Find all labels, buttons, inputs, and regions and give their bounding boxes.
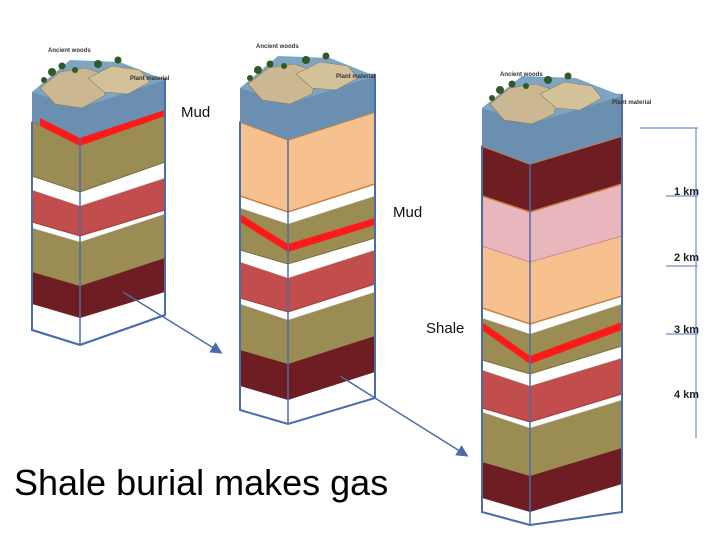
depth-tick-3km: 3 km <box>674 324 700 336</box>
depth-tick-4km: 4 km <box>674 389 700 401</box>
burial-arrow-1 <box>122 291 223 354</box>
shale-label: Shale <box>426 320 465 337</box>
column-2: Ancient woods Plant material <box>239 44 376 426</box>
depth-tick-2km: 2 km <box>674 252 700 264</box>
ancient-woods-label-2: Ancient woods <box>256 44 299 50</box>
mud-label-middle: Mud <box>393 204 423 221</box>
plant-material-label-3: Plant material <box>612 100 652 106</box>
plant-material-label-1: Plant material <box>130 76 170 82</box>
burial-arrow-2 <box>339 375 469 457</box>
ancient-woods-label-3: Ancient woods <box>500 72 543 78</box>
column-3: Ancient woods Plant material <box>481 72 652 527</box>
diagram-title: Shale burial makes gas <box>14 462 389 503</box>
depth-tick-1km: 1 km <box>674 186 700 198</box>
plant-material-label-2: Plant material <box>336 74 376 80</box>
ancient-woods-label-1: Ancient woods <box>48 48 91 54</box>
depth-scale <box>640 127 698 438</box>
column-1: Ancient woods Plant material <box>31 48 170 347</box>
mud-label-top: Mud <box>181 104 211 121</box>
